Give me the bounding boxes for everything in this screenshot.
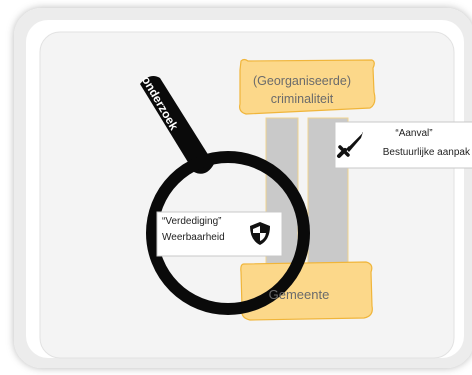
shield-icon <box>250 222 270 245</box>
aanval-label: Bestuurlijke aanpak <box>382 147 470 158</box>
criminaliteit-label-line2: criminaliteit <box>270 92 334 106</box>
gemeente-label: Gemeente <box>268 287 330 302</box>
verdediging-quote: “Verdediging” <box>162 216 222 227</box>
verdediging-label: Weerbaarheid <box>162 232 225 243</box>
aanval-box <box>334 121 472 169</box>
gemeente-box <box>240 261 373 321</box>
aanval-quote: “Aanval” <box>395 128 433 139</box>
magnifying-glass-icon <box>140 76 310 315</box>
criminaliteit-label: (Georganiseerde) criminaliteit <box>233 72 371 108</box>
criminaliteit-box <box>239 58 376 115</box>
sword-icon <box>337 132 363 158</box>
criminaliteit-label-line1: (Georganiseerde) <box>253 74 351 88</box>
